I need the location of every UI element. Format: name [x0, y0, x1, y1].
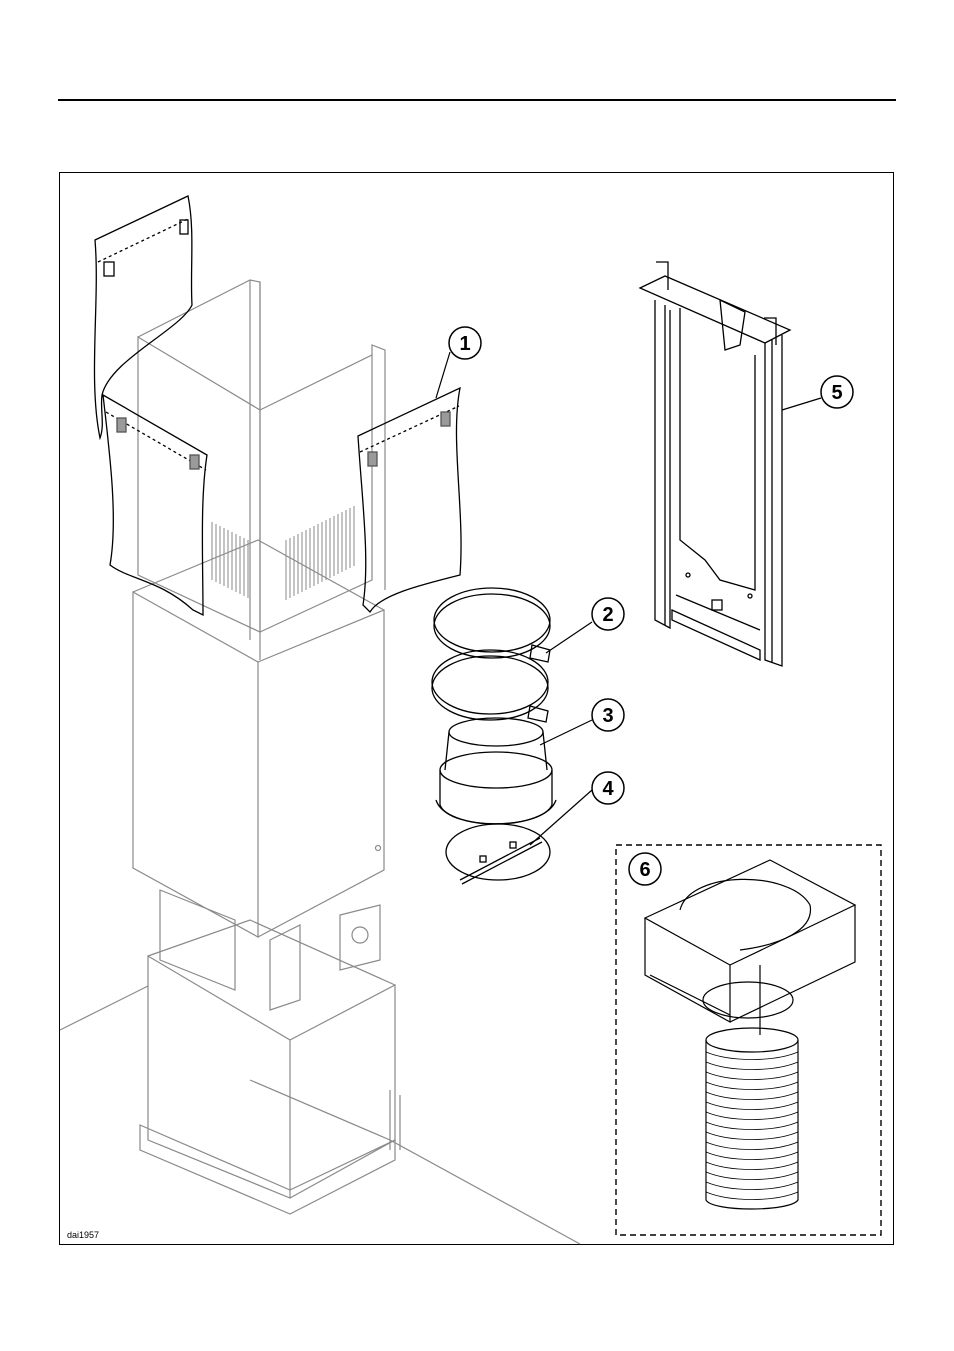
- recirculation-kit-box: [616, 845, 881, 1235]
- callout-2: 2: [592, 598, 624, 630]
- protective-sheet-left: [103, 395, 207, 615]
- vent-slots: [212, 506, 354, 600]
- duct-connector-collar: [436, 718, 556, 824]
- lower-chimney-cover: [133, 540, 384, 937]
- callout-3: 3: [592, 699, 624, 731]
- leader-lines: [436, 352, 821, 845]
- drawing-code: dai1957: [67, 1230, 99, 1240]
- hose-clamps: [432, 588, 550, 722]
- flexible-hose-ribs: [706, 1052, 798, 1200]
- svg-text:2: 2: [602, 604, 613, 626]
- callout-1: 1: [449, 327, 481, 359]
- protective-sheet-right: [358, 388, 461, 612]
- svg-text:6: 6: [639, 859, 650, 881]
- hood-base-unit: [140, 890, 395, 1214]
- callout-4: 4: [592, 772, 624, 804]
- svg-text:3: 3: [602, 705, 613, 727]
- mounting-bracket-frame: [640, 262, 790, 666]
- callout-5: 5: [821, 376, 853, 408]
- svg-text:5: 5: [831, 382, 842, 404]
- svg-text:1: 1: [459, 333, 470, 355]
- upper-chimney-cover: [138, 280, 385, 660]
- callout-6: 6: [629, 853, 661, 885]
- non-return-flap: [446, 824, 550, 884]
- svg-text:4: 4: [602, 778, 614, 800]
